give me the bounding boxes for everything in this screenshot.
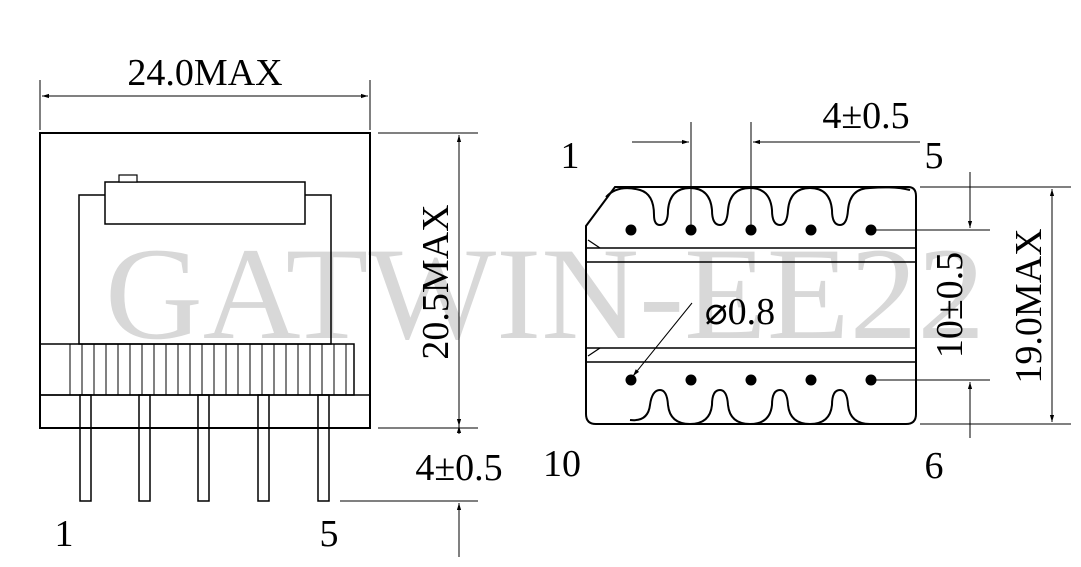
side-body-outline xyxy=(39,132,371,429)
bottom-hole-dim: ⌀0.8 xyxy=(705,291,775,333)
pin-hole xyxy=(865,224,877,236)
pin-hole xyxy=(805,374,817,386)
bottom-outline xyxy=(585,186,917,425)
bottom-view: 4±0.5 1 5 10 6 ⌀0.8 10±0.5 19.0MAX xyxy=(543,95,1071,487)
bottom-holes-top-row xyxy=(625,224,877,236)
side-pin-dim: 4±0.5 xyxy=(415,447,502,489)
side-view: 24.0MAX 20.5MAX 4±0.5 1 5 xyxy=(39,52,503,557)
side-pin xyxy=(257,394,270,502)
bottom-pin-label-1: 1 xyxy=(561,135,580,177)
side-pin xyxy=(317,394,330,502)
pin-hole xyxy=(625,374,637,386)
bottom-pitch-dim: 4±0.5 xyxy=(822,95,909,137)
pin-hole xyxy=(685,224,697,236)
bottom-wavy-bottom xyxy=(629,388,871,426)
bottom-wavy-top xyxy=(605,186,911,227)
side-clip-tab xyxy=(118,174,138,183)
pin-hole xyxy=(745,374,757,386)
bottom-row-dim: 10±0.5 xyxy=(929,252,971,358)
side-pins xyxy=(79,394,330,502)
side-top-clip xyxy=(104,181,306,225)
pin-hole xyxy=(745,224,757,236)
bottom-pin-label-6: 6 xyxy=(925,445,944,487)
side-height-dim: 20.5MAX xyxy=(415,204,457,359)
bottom-pin-label-5: 5 xyxy=(925,135,944,177)
side-pin xyxy=(138,394,151,502)
pin-hole xyxy=(685,374,697,386)
bottom-holes-bottom-row xyxy=(625,374,877,386)
bottom-depth-dim: 19.0MAX xyxy=(1008,228,1050,383)
side-width-dim: 24.0MAX xyxy=(127,52,282,94)
bottom-pin-label-10: 10 xyxy=(543,443,581,485)
pin-hole xyxy=(625,224,637,236)
side-pin xyxy=(79,394,92,502)
pin-hole xyxy=(805,224,817,236)
side-base-ticks xyxy=(69,344,347,395)
side-pin xyxy=(197,394,210,502)
side-pin-label-5: 5 xyxy=(320,513,339,555)
side-pin-label-1: 1 xyxy=(55,513,74,555)
pin-hole xyxy=(865,374,877,386)
watermark-text: GATWIN-EE22 xyxy=(105,220,985,367)
